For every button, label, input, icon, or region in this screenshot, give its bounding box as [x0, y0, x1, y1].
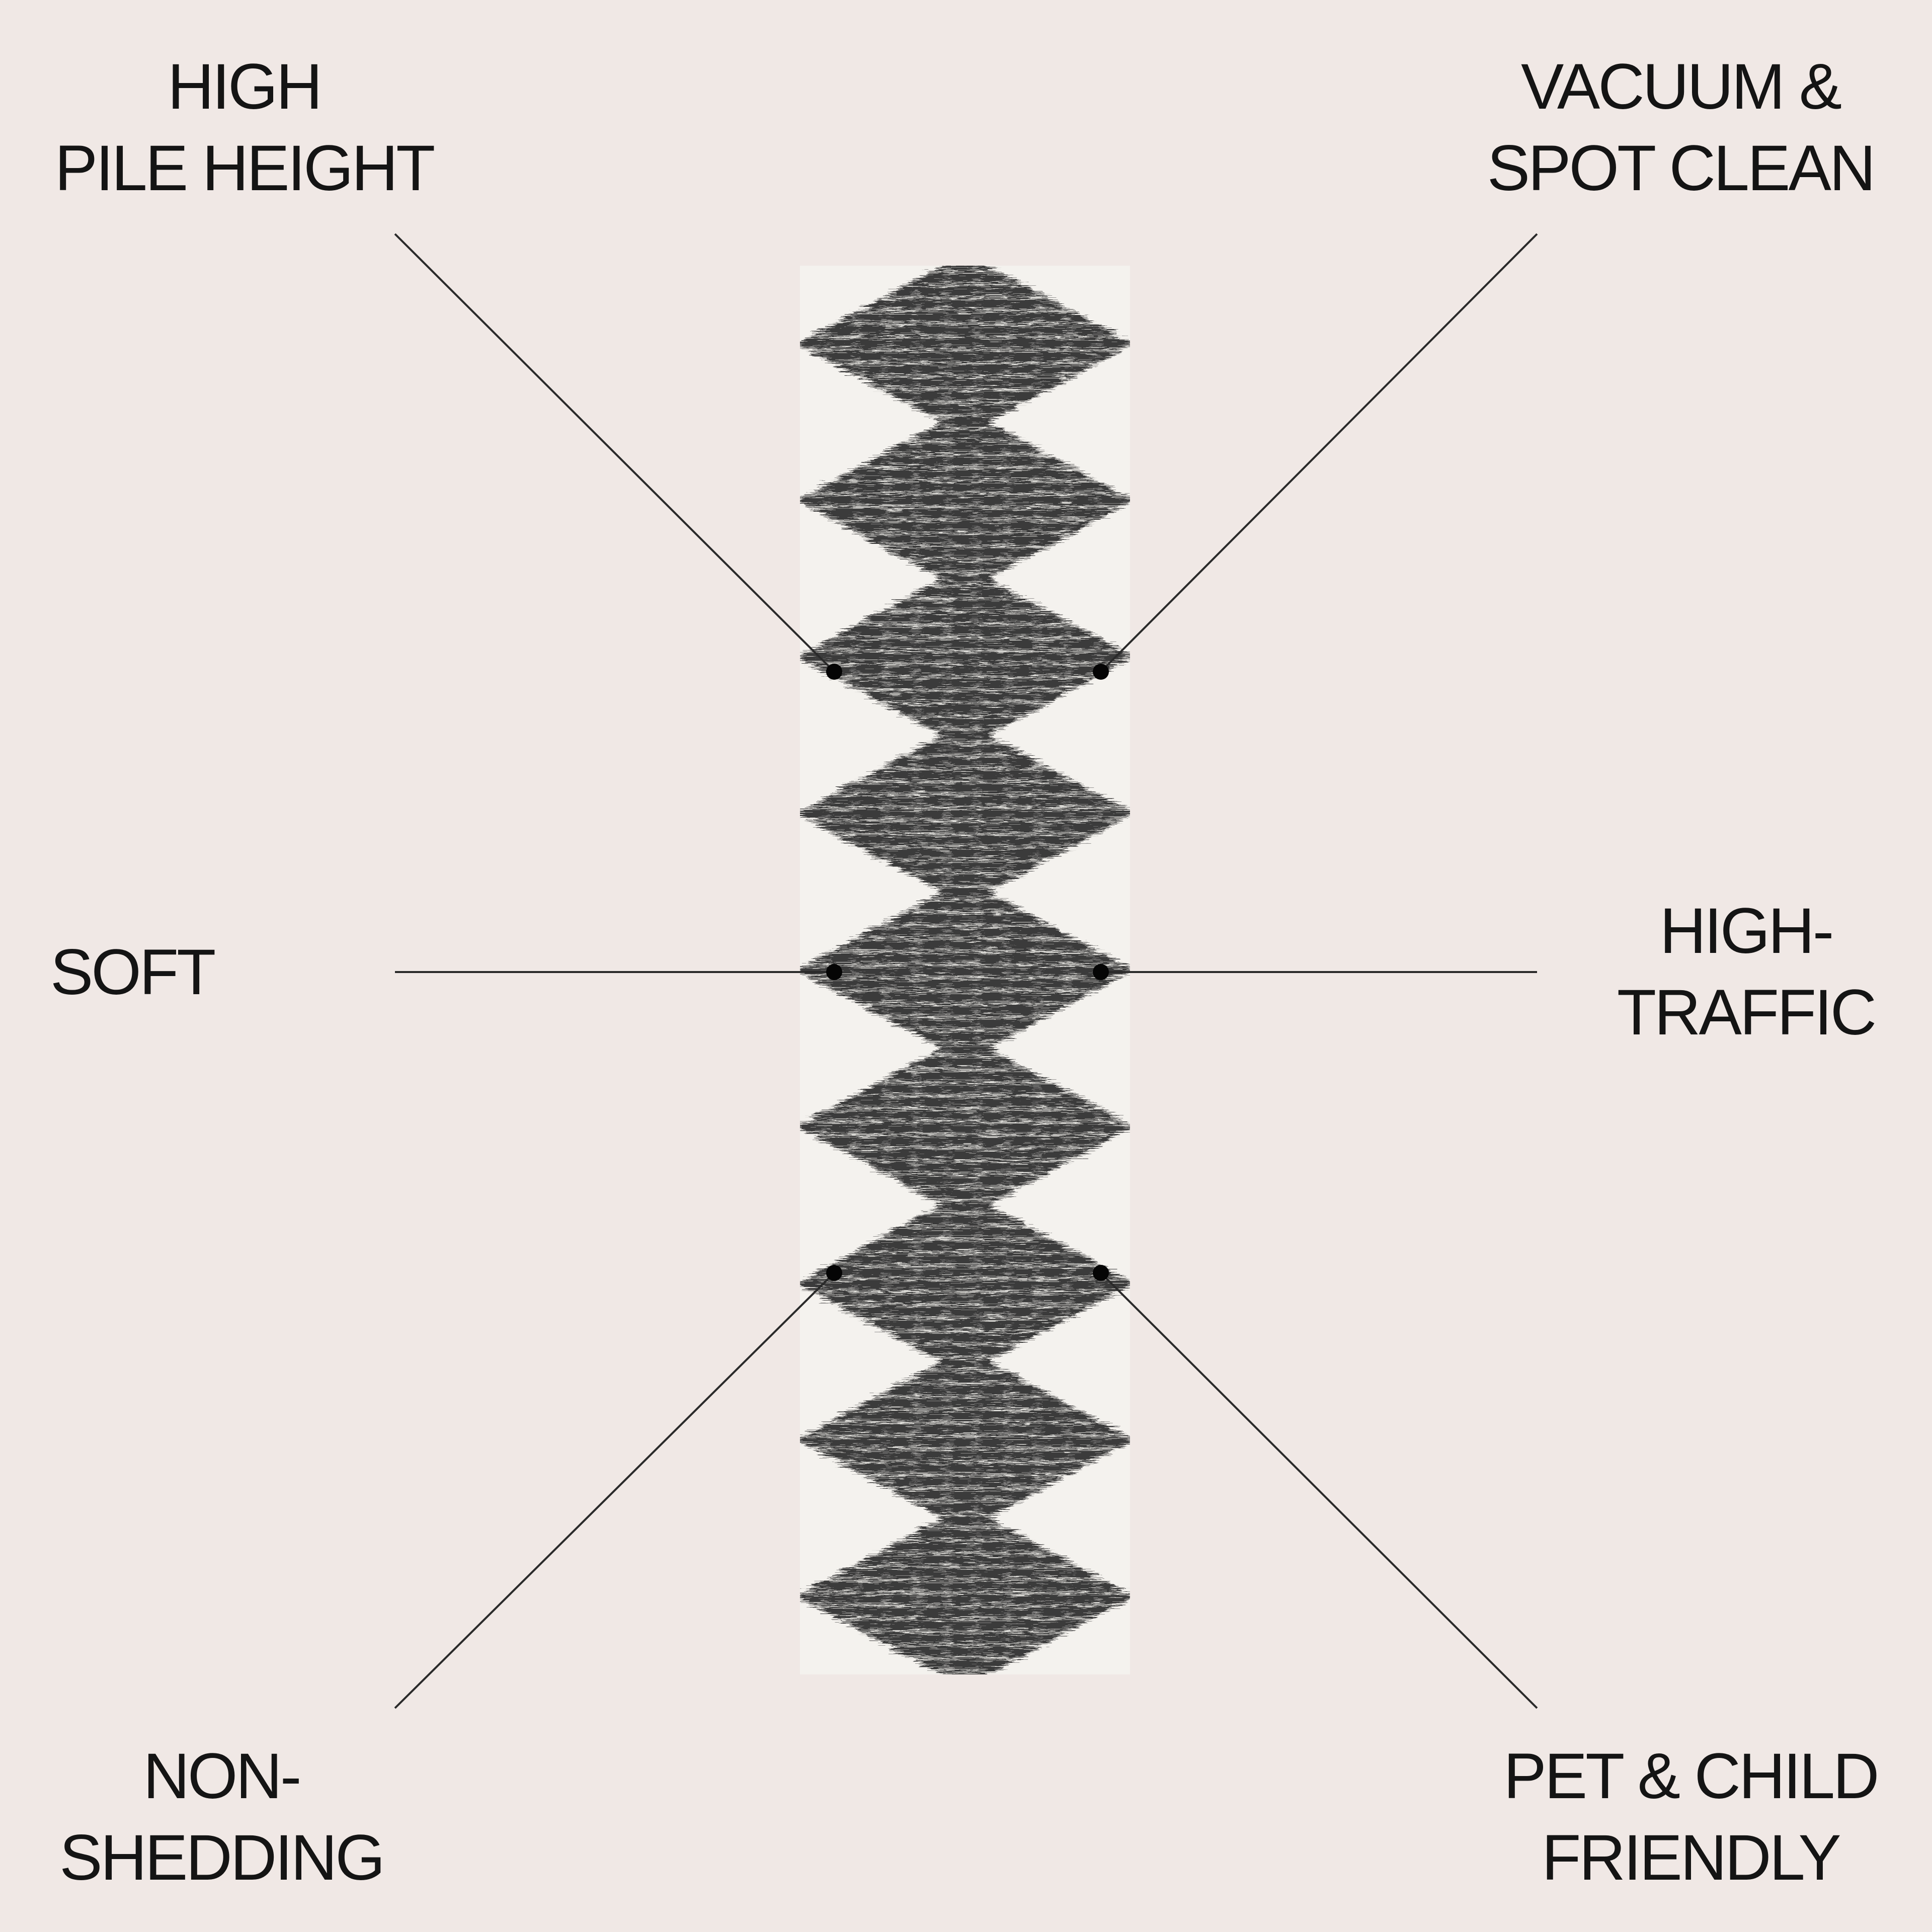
rug-pattern [800, 266, 1130, 1674]
feature-label-line: SHEDDING [59, 1822, 385, 1894]
rug-diamond [800, 1505, 1130, 1674]
feature-label-line: HIGH- [1659, 895, 1834, 967]
feature-label-line: TRAFFIC [1617, 977, 1877, 1049]
callout-dot [1093, 964, 1109, 980]
rug-diamond [800, 566, 1130, 748]
feature-label-line: SPOT CLEAN [1487, 132, 1876, 204]
callout-dot [1093, 664, 1109, 680]
rug-diamond [800, 722, 1130, 905]
rug-diamond [800, 266, 1130, 435]
rug-diamond [800, 1192, 1130, 1374]
feature-label-soft: SOFT [50, 932, 302, 1013]
feature-label-line: VACUUM & [1520, 51, 1842, 123]
rug-diamond [800, 1035, 1130, 1218]
callout-dot [1093, 1265, 1109, 1281]
feature-label-line: HIGH [168, 51, 323, 123]
feature-label-line: NON- [143, 1740, 301, 1812]
callout-dot [826, 1265, 842, 1281]
callout-dot [826, 664, 842, 680]
feature-label-line: FRIENDLY [1542, 1822, 1841, 1894]
callout-lines [394, 233, 1538, 1709]
feature-label-vacuum-spot-clean: VACUUM & SPOT CLEAN [1459, 46, 1902, 209]
feature-label-non-shedding: NON- SHEDDING [40, 1736, 403, 1899]
leader-line-pile-height [394, 233, 835, 673]
callout-dot [826, 964, 842, 980]
feature-label-line: PILE HEIGHT [54, 132, 436, 204]
feature-label-pile-height: HIGH PILE HEIGHT [40, 46, 448, 209]
feature-label-line: SOFT [50, 936, 216, 1008]
leader-line-pet-friendly [1100, 1272, 1538, 1709]
feature-label-line: PET & CHILD [1503, 1740, 1879, 1812]
leader-line-non-shedding [394, 1272, 835, 1709]
rug-diamond [800, 879, 1130, 1061]
feature-label-pet-child-friendly: PET & CHILD FRIENDLY [1479, 1736, 1902, 1899]
callout-dots [826, 664, 1109, 1281]
leader-line-vacuum [1100, 233, 1538, 673]
rug-diamond [800, 410, 1130, 592]
feature-label-high-traffic: HIGH- TRAFFIC [1590, 891, 1902, 1054]
rug-diamond [800, 1348, 1130, 1531]
